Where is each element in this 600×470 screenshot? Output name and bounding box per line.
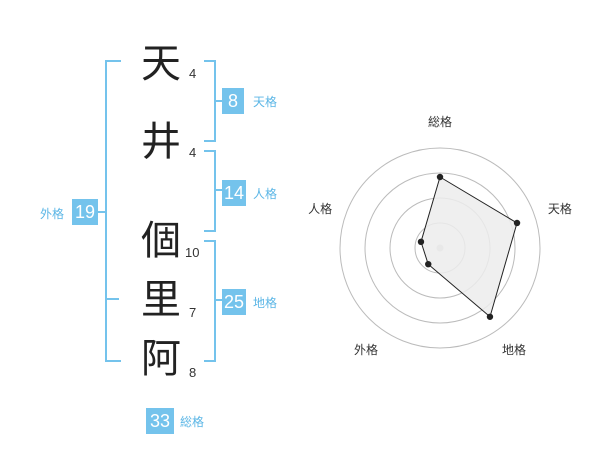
radar-data-point [513,219,521,227]
radar-axis-label-gaikaku: 外格 [353,342,378,357]
radar-data-point [425,260,432,268]
gaikaku-label: 外格 [40,207,65,221]
gaikaku-bracket-divider [105,298,119,300]
name-char-2: 井 [141,119,181,165]
stroke-count-2: 4 [189,145,197,160]
name-char-1: 天 [141,41,181,87]
stroke-count-1: 4 [189,66,197,81]
jinkaku-bracket [204,150,216,232]
jinkaku-label: 人格 [253,187,278,201]
gaikaku-bracket-tick [97,211,105,213]
chikaku-value-badge: 25 [222,289,246,315]
radar-data-points [417,173,521,320]
radar-axis-label-soukaku: 総格 [428,115,453,129]
radar-data-point [486,313,494,320]
name-char-3: 個 [141,218,181,264]
radar-axis-label-chikaku: 地格 [502,342,527,357]
name-char-4: 里 [141,277,181,323]
soukaku-value-badge: 33 [146,408,174,434]
gaikaku-bracket [105,60,121,362]
chikaku-bracket [204,240,216,362]
stroke-count-3: 10 [185,245,200,260]
stroke-count-5: 8 [189,365,197,380]
radar-axis-label-tenkaku: 天格 [547,202,572,217]
chikaku-bracket-tick [214,299,222,301]
soukaku-label: 総格 [180,415,205,429]
radar-grid-ring [364,172,516,324]
gaikaku-value-badge: 19 [72,199,98,225]
radar-data-point [417,238,425,246]
radar-axis-label-jinkaku: 人格 [308,202,333,217]
name-char-5: 阿 [141,336,181,382]
radar-grid-ring [339,147,541,349]
tenkaku-value-badge: 8 [222,88,244,114]
tenkaku-label: 天格 [253,95,278,109]
tenkaku-bracket-tick [214,100,222,102]
radar-data-point [436,173,444,181]
jinkaku-bracket-tick [214,189,222,191]
stroke-count-4: 7 [189,305,197,320]
chikaku-label: 地格 [253,296,278,310]
jinkaku-value-badge: 14 [222,180,246,206]
radar-data-polygon [420,176,518,318]
